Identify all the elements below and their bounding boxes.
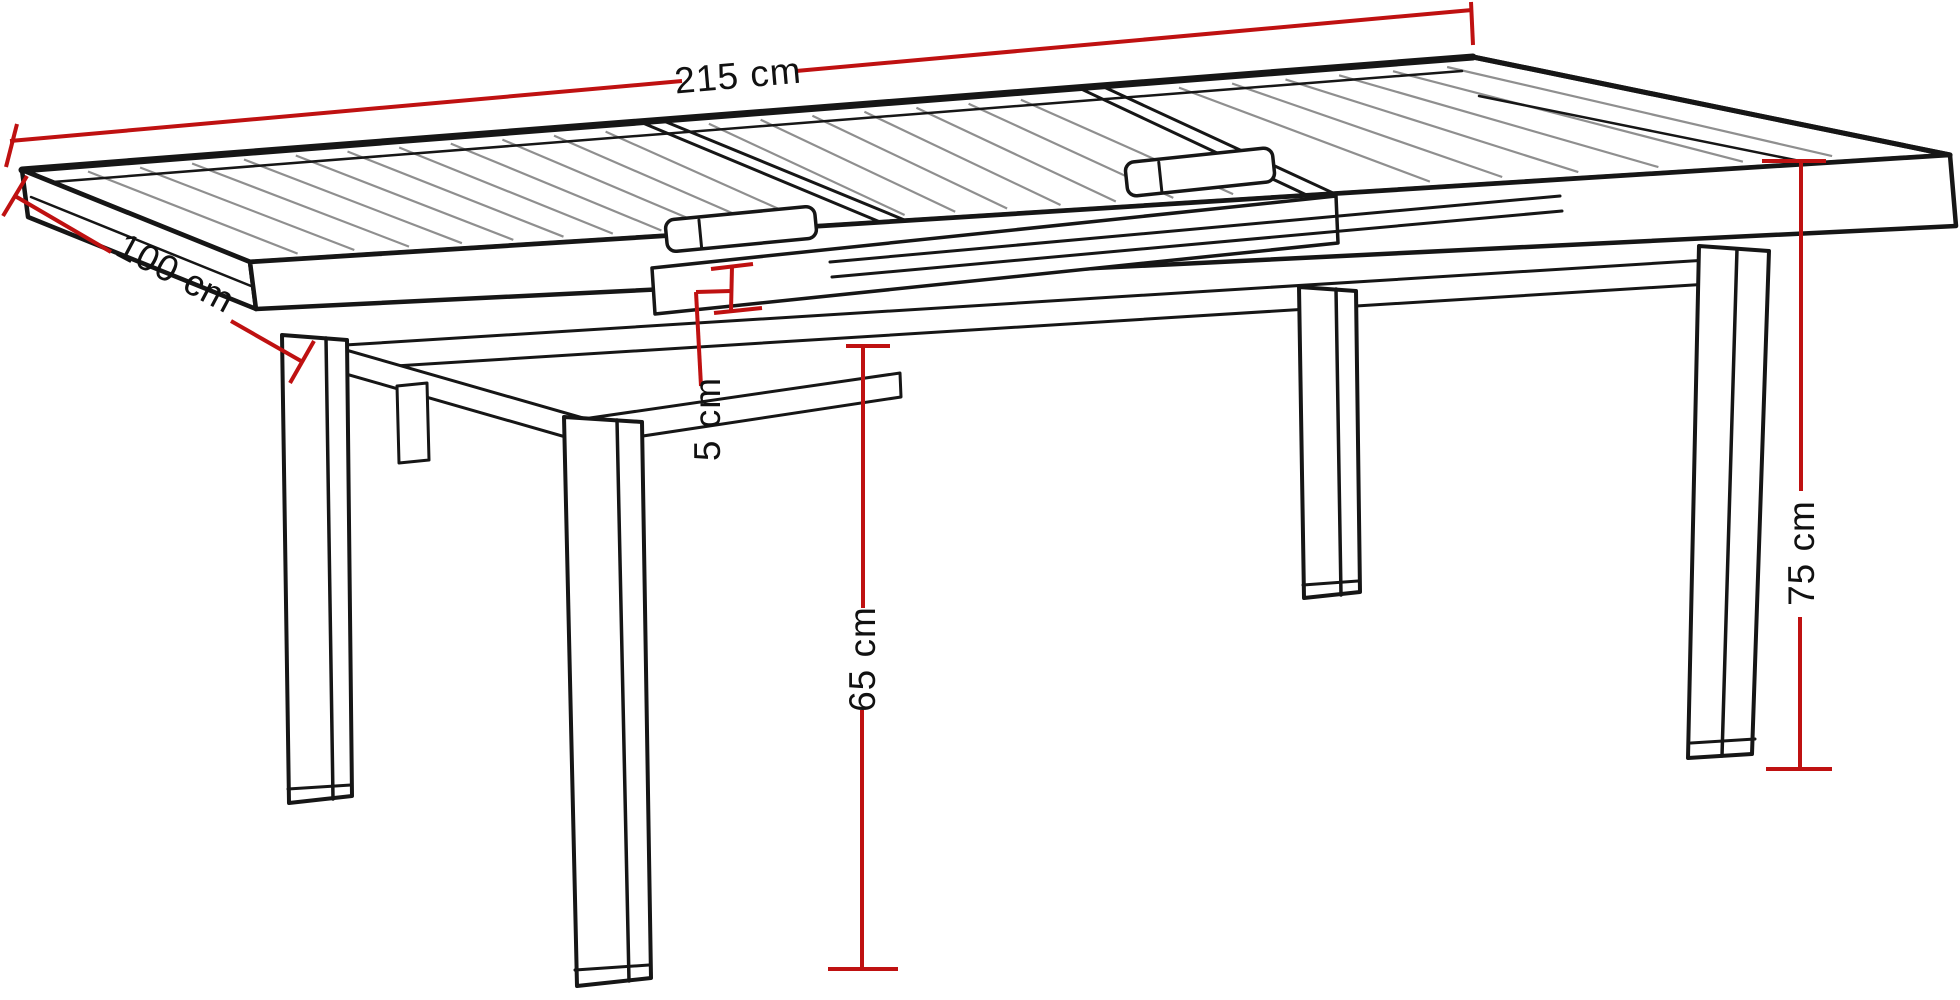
dim-line (795, 8, 1473, 73)
connector (729, 265, 734, 312)
slat-line (347, 150, 564, 238)
label-height-75: 75 cm (1781, 500, 1822, 606)
dim-line (9, 79, 683, 143)
slat-line (501, 138, 711, 229)
slat-line (1285, 78, 1579, 174)
dim-line (230, 319, 302, 363)
slat-line (811, 114, 1008, 210)
label-clearance-65: 65 cm (842, 606, 883, 712)
slat-line (553, 134, 759, 226)
slat-line (708, 122, 906, 216)
label-length-215: 215 cm (673, 50, 803, 102)
dim-line (13, 194, 113, 254)
panel-boundary-line (638, 120, 883, 224)
slat-line (1338, 74, 1659, 169)
slide-rail-top (828, 194, 1562, 264)
panel-boundary-line (660, 118, 908, 223)
slat-line (760, 118, 956, 213)
panel-boundary-line (1100, 84, 1337, 196)
back-rim-line (38, 69, 1464, 185)
dimension-clearance-65 (828, 344, 898, 971)
slat-line (191, 162, 410, 248)
leg-front-left (562, 415, 653, 988)
slat-line (863, 110, 1061, 206)
slat-line (1392, 70, 1744, 163)
slat-line (87, 170, 299, 255)
dimension-depth-100 (1, 174, 316, 384)
back-edge (18, 53, 1477, 174)
legs (280, 244, 1771, 988)
extension-latch-left (663, 204, 819, 254)
right-end-edge (1470, 54, 1953, 158)
tick (1469, 1, 1475, 46)
dimension-height-75 (1762, 159, 1832, 771)
slat-line (915, 106, 1117, 203)
slat-line (1446, 65, 1833, 158)
slat-line (1231, 82, 1503, 179)
slat-line (1178, 86, 1431, 183)
tick (713, 306, 763, 315)
leader-jog (695, 289, 732, 294)
extension-latch-right (1123, 146, 1277, 198)
slat-line (139, 166, 355, 252)
leg-back-middle (1297, 285, 1362, 600)
leg-front-right (1686, 244, 1771, 760)
label-thickness-5: 5 cm (687, 377, 728, 461)
extension-mechanism (650, 146, 1564, 316)
tick (288, 340, 316, 384)
dimension-length-215 (4, 1, 1475, 168)
slat-lines (87, 65, 1833, 255)
tick (4, 123, 19, 168)
slat-line (450, 142, 662, 232)
left-end-face-line (29, 195, 253, 288)
slat-line (295, 154, 514, 241)
slat-line (605, 130, 807, 223)
leader (694, 291, 703, 387)
under-frame (316, 256, 1743, 465)
slat-line (243, 158, 463, 245)
dimension-thickness-5 (694, 262, 763, 387)
apron-bracket (395, 381, 431, 465)
dimension-annotations (1, 1, 1832, 971)
slat-line (398, 146, 614, 235)
slide-rail-bottom (830, 209, 1564, 279)
leaf-edge-band (650, 194, 1340, 316)
leg-back-left (280, 333, 354, 805)
